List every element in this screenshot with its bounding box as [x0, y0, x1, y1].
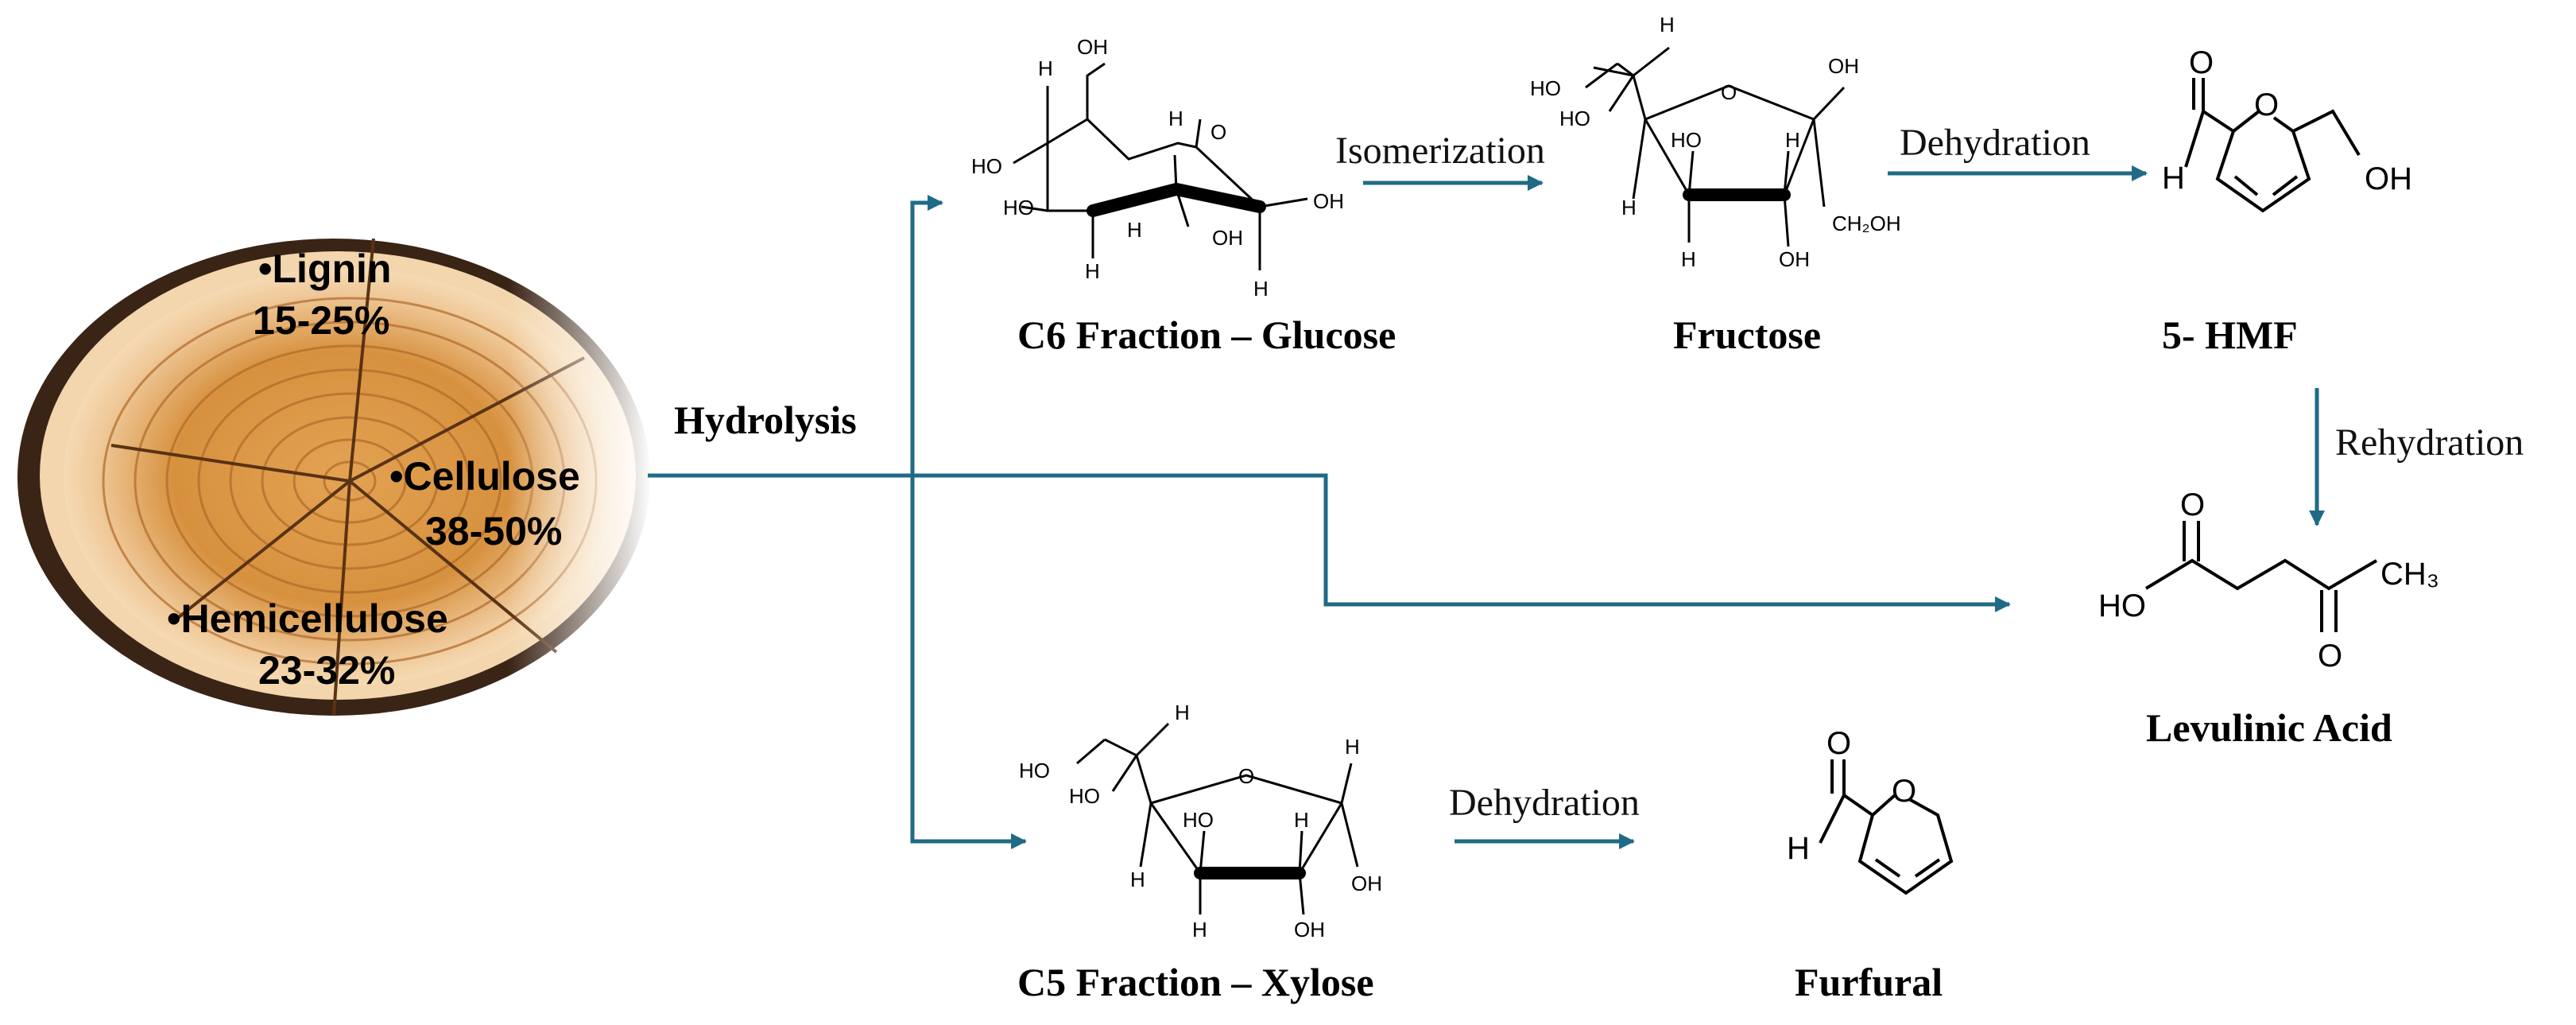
glucose-atom-labels: OH H HO H O HO H OH OH H H [971, 35, 1344, 301]
dehydration-top-label: Dehydration [1900, 122, 2090, 164]
atom: CH₂OH [1832, 212, 1901, 235]
atom: HO [2098, 588, 2146, 623]
atom: O [2180, 487, 2205, 522]
atom: OH [1294, 918, 1325, 942]
isomerization-label: Isomerization [1335, 130, 1545, 172]
levulinic-atom-labels: O HO CH₃ O [2098, 487, 2439, 674]
atom: H [1253, 277, 1269, 301]
atom: HO [1183, 808, 1214, 832]
atom: H [1168, 107, 1183, 130]
atom: O [2254, 87, 2279, 122]
atom: OH [1077, 35, 1108, 59]
atom: OH [1351, 872, 1382, 895]
cellulose-label: •Cellulose [389, 454, 580, 499]
atom: OH [1828, 54, 1859, 78]
hmf-atom-labels: O H O OH [2162, 45, 2412, 196]
atom: OH [1313, 189, 1344, 213]
hmf-label: 5- HMF [2162, 313, 2298, 357]
atom: H [1038, 56, 1053, 80]
atom: HO [1019, 759, 1050, 782]
hemicellulose-percent: 23-32% [258, 648, 395, 693]
furfural-structure [1819, 759, 1954, 895]
xylose-structure [1076, 722, 1359, 915]
atom: H [1192, 918, 1207, 942]
glucose-structure [1013, 62, 1308, 270]
atom: H [1127, 218, 1142, 242]
cellulose-percent: 38-50% [425, 509, 562, 553]
hydrolysis-branch-down-arrow [910, 476, 1027, 849]
hemicellulose-label: •Hemicellulose [167, 596, 448, 641]
levulinic-acid-structure [2144, 521, 2378, 632]
atom: O [1211, 120, 1226, 144]
wood-cross-section-image [17, 238, 652, 732]
atom: O [2189, 45, 2214, 80]
atom: H [1621, 196, 1637, 219]
xylose-label: C5 Fraction – Xylose [1017, 960, 1374, 1004]
fructose-atom-labels: H HO HO O OH HO H H H OH CH₂OH [1530, 13, 1901, 271]
atom: H [1660, 13, 1675, 37]
atom: HO [1530, 76, 1561, 100]
atom: O [1721, 80, 1737, 104]
cellulose-to-levulinic-arrow [912, 473, 2011, 612]
atom: O [1826, 726, 1851, 761]
atom: H [1785, 128, 1800, 152]
atom: O [2318, 639, 2342, 674]
atom: H [1130, 868, 1145, 891]
atom: HO [1003, 196, 1034, 219]
furfural-atom-labels: O H O [1787, 726, 1916, 866]
lignin-percent: 15-25% [253, 298, 389, 343]
fructose-label: Fructose [1673, 313, 1821, 357]
hmf-structure [2184, 78, 2361, 213]
glucose-label: C6 Fraction – Glucose [1017, 313, 1396, 357]
atom: H [1085, 259, 1100, 283]
atom: H [1681, 247, 1696, 271]
atom: HO [1671, 128, 1702, 152]
atom: HO [971, 154, 1002, 178]
atom: H [1787, 831, 1810, 866]
atom: HO [1069, 784, 1100, 808]
atom: CH₃ [2380, 557, 2439, 592]
rehydration-label: Rehydration [2335, 421, 2524, 464]
atom: H [1345, 735, 1360, 759]
atom: HO [1559, 107, 1590, 130]
atom: OH [1212, 226, 1243, 250]
atom: H [1175, 701, 1190, 724]
levulinic-acid-label: Levulinic Acid [2146, 705, 2392, 750]
fructose-structure [1585, 46, 1846, 247]
hydrolysis-label: Hydrolysis [674, 398, 857, 442]
xylose-atom-labels: H HO HO O H HO H H H OH OH [1019, 701, 1382, 942]
atom: H [1294, 808, 1309, 832]
flow-arrows [648, 165, 2325, 849]
lignin-label: •Lignin [258, 247, 391, 291]
dehydration-bottom-label: Dehydration [1449, 782, 1640, 824]
atom: H [2162, 161, 2185, 196]
atom: OH [1779, 247, 1810, 271]
atom: O [1892, 774, 1916, 809]
furfural-label: Furfural [1795, 960, 1943, 1004]
hydrolysis-branch-up-arrow [910, 195, 943, 476]
atom: OH [2365, 161, 2412, 196]
atom: O [1238, 764, 1254, 788]
